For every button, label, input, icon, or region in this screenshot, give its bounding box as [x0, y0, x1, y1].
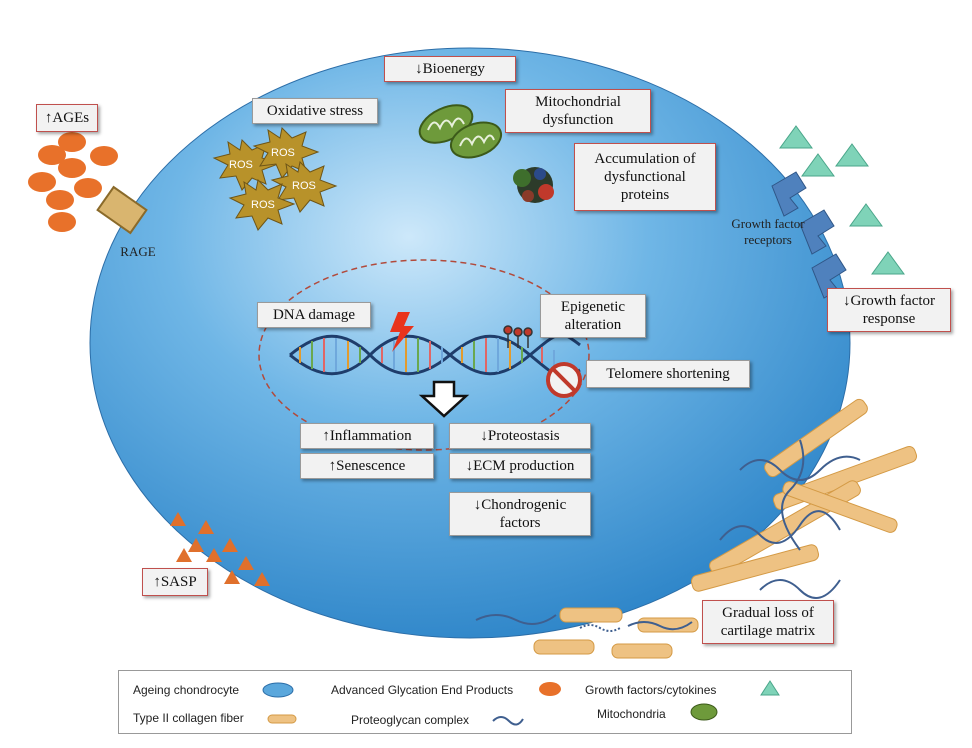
ros-label-2: ROS [271, 147, 295, 159]
telomere-shortening-label: Telomere shortening [586, 360, 750, 388]
proteoglycan-complexes [475, 439, 861, 632]
telomere-no-sign-icon [546, 362, 582, 398]
mitochondrial-dysfunction-label: Mitochondrial dysfunction [505, 89, 651, 133]
legend-ageing-chondrocyte: Ageing chondrocyte [133, 683, 240, 697]
accumulation-label: Accumulation of dysfunctional proteins [574, 143, 716, 211]
ros-label-4: ROS [251, 199, 275, 211]
collagen-fibers [533, 398, 918, 659]
rage-label: RAGE [120, 244, 156, 259]
nucleus-outline [258, 259, 590, 451]
proteostasis-label: ↓Proteostasis [449, 423, 591, 449]
legend-chondrocyte-icon [262, 682, 294, 698]
epigenetic-alteration-label: Epigenetic alteration [540, 294, 646, 338]
inflammation-label: ↑Inflammation [300, 423, 434, 449]
mitochondria-icons [418, 104, 503, 159]
dna-helix [289, 333, 581, 378]
legend-growth-factor-icon [760, 680, 780, 696]
ros-cluster [212, 126, 338, 231]
growth-factors [779, 125, 905, 275]
rage-receptor [96, 185, 148, 235]
sasp-particles [170, 512, 270, 586]
sasp-label: ↑SASP [142, 568, 208, 596]
legend-mitochondria-icon [690, 703, 718, 721]
legend-proteoglycan-icon [492, 716, 524, 726]
growth-factor-receptors [771, 171, 847, 299]
epigenetic-marks-icon [503, 325, 533, 348]
legend-proteoglycan: Proteoglycan complex [351, 713, 470, 727]
down-arrow-icon [418, 380, 470, 418]
legend-mitochondria: Mitochondria [597, 707, 666, 721]
legend-ages: Advanced Glycation End Products [331, 683, 514, 697]
ecm-production-label: ↓ECM production [449, 453, 591, 479]
cartilage-loss-label: Gradual loss of cartilage matrix [702, 600, 834, 644]
oxidative-stress-label: Oxidative stress [252, 98, 378, 124]
legend-collagen: Type II collagen fiber [133, 711, 244, 725]
dna-damage-bolt-icon [390, 312, 414, 352]
bioenergy-label: ↓Bioenergy [384, 56, 516, 82]
ages-particles [28, 132, 118, 232]
chondrogenic-factors-label: ↓Chondrogenic factors [449, 492, 591, 536]
ros-label-1: ROS [229, 159, 253, 171]
legend-collagen-icon [267, 714, 297, 724]
legend-growth-factors: Growth factors/cytokines [585, 683, 717, 697]
legend-ages-icon [539, 682, 561, 696]
dna-damage-label: DNA damage [257, 302, 371, 328]
ros-label-3: ROS [292, 180, 316, 192]
growth-factor-response-label: ↓Growth factor response [827, 288, 951, 332]
senescence-label: ↑Senescence [300, 453, 434, 479]
protein-aggregate-icon [513, 167, 554, 203]
ages-label: ↑AGEs [36, 104, 98, 132]
legend: Ageing chondrocyte Advanced Glycation En… [118, 670, 852, 734]
growth-factor-receptors-label: Growth factor receptors [731, 216, 805, 247]
